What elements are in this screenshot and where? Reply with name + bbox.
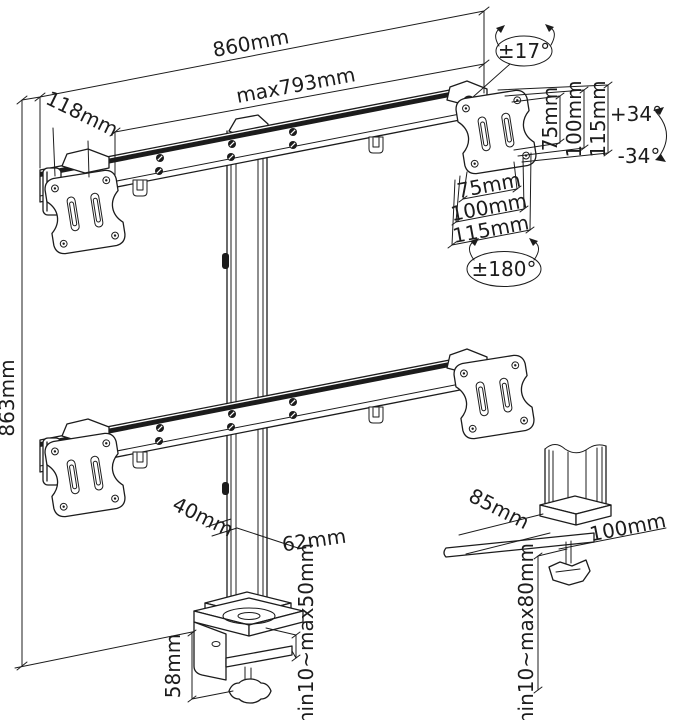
dim-clamp-range: min10~max50mm: [265, 543, 318, 720]
dim-clamp-height: 58mm: [161, 629, 234, 703]
dim-label-vesa-v115: 115mm: [586, 80, 610, 157]
dim-vesa-vertical: 75mm 100mm 115mm: [497, 80, 613, 163]
dim-grommet-range: min10~max80mm: [514, 543, 568, 720]
angle-label-tilt-up: +34°: [610, 102, 662, 126]
angle-label-tilt-down: -34°: [618, 144, 661, 168]
pole-clip: [222, 482, 229, 495]
angle-label-rotation: ±180°: [472, 257, 537, 281]
angle-label-swivel: ±17°: [498, 39, 550, 63]
clamp-arm: [443, 532, 595, 558]
angle-rotation: ±180°: [466, 238, 542, 287]
clamp-claw: [548, 559, 591, 586]
vesa-plate-bottom-right: [451, 353, 537, 441]
dim-label-total-height: 863mm: [0, 359, 19, 436]
dim-label-base-depth: 85mm: [465, 483, 533, 534]
desk-edge-line: [14, 630, 198, 669]
desk-clamp: [193, 591, 304, 704]
dim-label-grommet-range: min10~max80mm: [514, 543, 538, 720]
clamp-detail-view: [443, 444, 612, 586]
pole-clip: [222, 253, 229, 269]
vesa-plate-top-right: [453, 88, 539, 176]
vesa-plate-top-left: [42, 168, 128, 256]
dim-label-rail-max: max793mm: [234, 62, 357, 108]
dim-label-clamp-height: 58mm: [161, 634, 185, 698]
dim-label-vesa-v100: 100mm: [562, 80, 586, 157]
dim-label-vesa-v75: 75mm: [538, 87, 562, 151]
dim-label-end-offset: 118mm: [42, 86, 122, 141]
angle-tilt: +34° -34°: [610, 102, 667, 168]
clamp-knob: [228, 678, 272, 704]
vesa-plate-bottom-left: [42, 431, 128, 519]
detail-screw-rod: [565, 540, 572, 565]
dim-total-height: 863mm: [0, 95, 28, 671]
dim-label-clamp-range: min10~max50mm: [294, 543, 318, 720]
angle-swivel: ±17°: [472, 24, 555, 98]
